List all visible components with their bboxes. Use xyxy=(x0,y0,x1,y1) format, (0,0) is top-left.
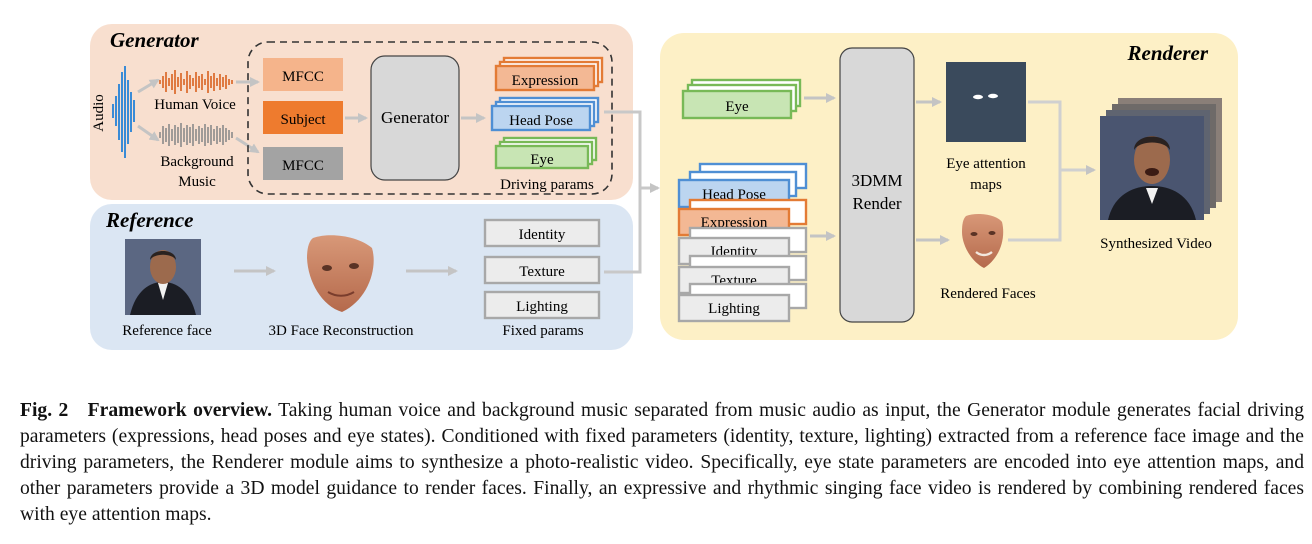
generator-panel: Generator Audio Human Voic xyxy=(90,24,633,200)
mfcc-bottom-box xyxy=(263,147,343,180)
renderer-title: Renderer xyxy=(1127,41,1209,65)
renderer-eye-label: Eye xyxy=(725,99,749,115)
background-music-label-2: Music xyxy=(178,174,216,190)
eye-attention-label-1: Eye attention xyxy=(946,156,1026,172)
head-pose-label: Head Pose xyxy=(509,113,573,129)
panel-connector xyxy=(604,110,660,274)
eye-attention-map-image xyxy=(946,62,1026,142)
generator-dashed-box xyxy=(247,41,613,195)
rendered-face-image xyxy=(962,214,1004,268)
renderer-lighting-stack: Lighting xyxy=(677,282,808,323)
mfcc-top-box xyxy=(263,58,343,91)
background-music-label-1: Background xyxy=(160,154,234,170)
eye-stack: Eye xyxy=(494,136,598,170)
expression-stack: Expression xyxy=(494,56,604,92)
audio-label: Audio xyxy=(91,94,107,132)
texture-box xyxy=(483,255,601,285)
renderer-eye-stack: Eye xyxy=(681,78,802,120)
synthesized-video-label: Synthesized Video xyxy=(1100,236,1212,252)
identity-box xyxy=(483,218,601,248)
eye-label: Eye xyxy=(530,152,554,168)
generator-title: Generator xyxy=(110,28,199,52)
lighting-label: Lighting xyxy=(516,299,568,315)
generator-block-label: Generator xyxy=(381,108,449,127)
subject-label: Subject xyxy=(281,112,327,128)
reconstructed-face-image xyxy=(307,235,374,312)
driving-params-label: Driving params xyxy=(500,177,594,193)
renderer-lighting-label: Lighting xyxy=(708,301,760,317)
synthesized-video-image xyxy=(1100,98,1222,220)
reference-panel: Reference Reference face 3D Face Reconst… xyxy=(90,204,633,350)
renderer-panel: Renderer Eye Head Pose Expression Identi… xyxy=(660,33,1238,340)
fixed-params-label: Fixed params xyxy=(502,323,583,339)
render-block-label-2: Render xyxy=(852,194,901,213)
renderer-head-pose-stack: Head Pose xyxy=(677,162,808,209)
rendered-faces-label: Rendered Faces xyxy=(940,286,1036,302)
expression-label: Expression xyxy=(512,73,579,89)
human-voice-waveform-icon xyxy=(159,70,233,94)
mfcc-bottom-label: MFCC xyxy=(282,158,324,174)
reference-title: Reference xyxy=(105,208,193,232)
framework-diagram: Generator Audio Human Voic xyxy=(90,24,1238,350)
reconstruction-label: 3D Face Reconstruction xyxy=(269,323,414,339)
reference-face-image xyxy=(125,239,201,315)
background-music-waveform-icon xyxy=(159,123,233,147)
caption-fig-label: Fig. 2 xyxy=(20,400,69,421)
caption-body: Taking human voice and background music … xyxy=(20,400,1305,525)
mfcc-top-label: MFCC xyxy=(282,69,324,85)
reference-face-label: Reference face xyxy=(122,323,212,339)
subject-box xyxy=(263,101,343,134)
identity-label: Identity xyxy=(519,227,566,243)
caption-heading: Framework overview. xyxy=(87,400,273,421)
render-block-label-1: 3DMM xyxy=(851,171,902,190)
render-block xyxy=(839,47,915,323)
lighting-box xyxy=(483,290,601,320)
audio-waveform-icon xyxy=(112,66,135,158)
generator-block xyxy=(370,55,460,181)
eye-attention-label-2: maps xyxy=(970,177,1002,193)
texture-label: Texture xyxy=(519,264,565,280)
figure-caption: Fig. 2 Framework overview. Taking human … xyxy=(20,398,1304,528)
merge-connector xyxy=(1008,100,1096,242)
renderer-texture-stack: Texture xyxy=(677,254,808,295)
head-pose-stack: Head Pose xyxy=(490,96,600,132)
human-voice-label: Human Voice xyxy=(154,97,236,113)
